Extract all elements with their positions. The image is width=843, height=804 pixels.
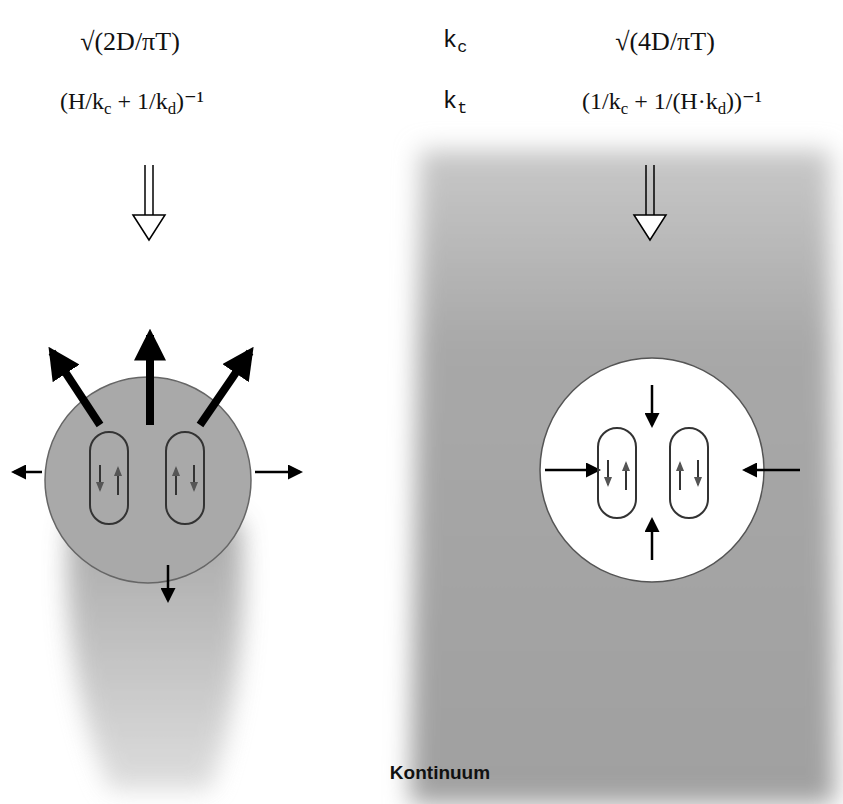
formula-label: (1/kc + 1/(H·kd))⁻¹ bbox=[582, 87, 762, 120]
formula-label: (H/kc + 1/kd)⁻¹ bbox=[60, 87, 204, 120]
formula-label: √(4D/πT) bbox=[615, 27, 715, 57]
symbol-label: kt bbox=[443, 88, 467, 119]
region-label: Kontinuum bbox=[390, 762, 490, 784]
symbol-label: kc bbox=[443, 27, 467, 58]
formula-label: √(2D/πT) bbox=[80, 27, 180, 57]
